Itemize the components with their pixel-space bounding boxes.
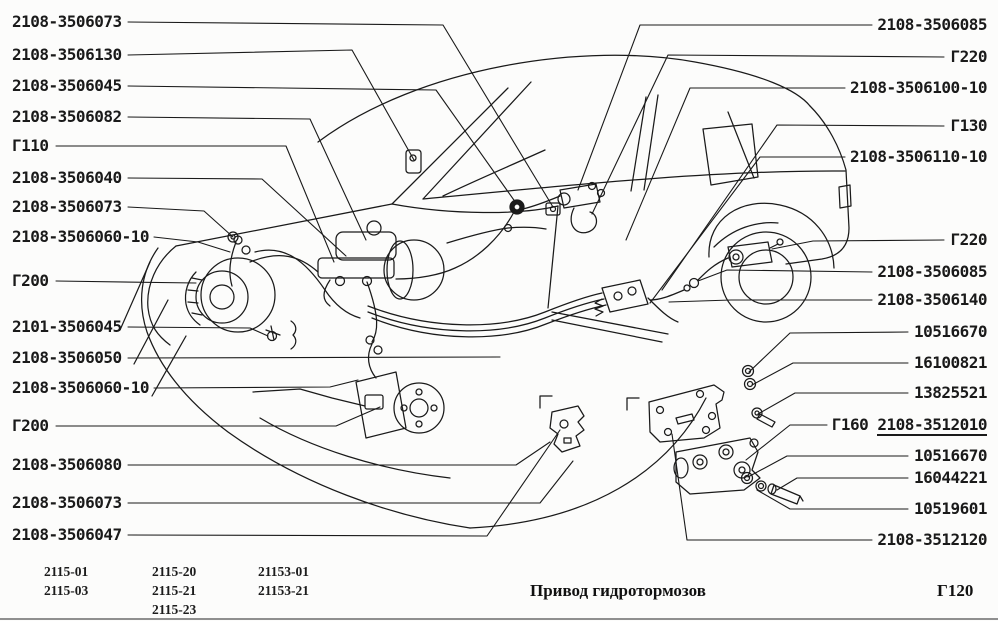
part-label-right-2: Г220: [950, 47, 987, 66]
part-label-right-14: 16044221: [913, 468, 988, 487]
rear-right-brake-assembly: [649, 238, 784, 301]
model-column-3: 21153-01 21153-21: [258, 562, 309, 600]
part-label-left-16: 2108-3506047: [12, 525, 122, 544]
fastener-parts: [740, 364, 804, 505]
mounting-plate-part: [648, 384, 725, 443]
part-label-right-7: 2108-3506085: [877, 262, 987, 281]
pressure-regulator-part: [673, 437, 761, 495]
model-number: 2115-23: [152, 602, 197, 617]
part-label-right-16: 2108-3512120: [877, 530, 987, 549]
part-label-left-3: 2108-3506045: [12, 76, 122, 95]
part-label-right-5: 2108-3506110-10: [850, 147, 988, 166]
part-label-left-13: Г200: [12, 416, 49, 435]
leader-lines: [55, 21, 945, 541]
part-label-left-11: 2108-3506050: [12, 348, 122, 367]
part-label-left-7: 2108-3506073: [12, 197, 122, 216]
master-cylinder-assembly: [317, 220, 445, 307]
model-number: 2115-20: [152, 564, 197, 579]
part-label-left-14: 2108-3506080: [12, 455, 122, 474]
page-code: Г120: [937, 581, 974, 600]
part-label-right-13: 10516670: [913, 446, 988, 465]
model-number: 2115-01: [44, 564, 89, 579]
part-label-right-6: Г220: [950, 230, 987, 249]
part-label-right-3: 2108-3506100-10: [850, 78, 988, 97]
part-label-left-12: 2108-3506060-10: [12, 378, 150, 397]
regulator-on-axle: [551, 279, 679, 343]
front-right-brake-assembly: [355, 281, 445, 439]
part-label-left-8: 2108-3506060-10: [12, 227, 150, 246]
part-label-right-1: 2108-3506085: [877, 15, 987, 34]
part-label-left-9: Г200: [12, 271, 49, 290]
part-label-left-1: 2108-3506073: [12, 12, 122, 31]
model-column-1: 2115-01 2115-03: [44, 562, 88, 600]
part-label-left-10: 2101-3506045: [12, 317, 122, 336]
page-bottom-rule: [0, 618, 998, 620]
car-body-outline: [119, 54, 852, 529]
regulator-page-ref: Г160: [831, 415, 869, 434]
figure-title: Привод гидротормозов: [530, 581, 706, 600]
part-label-left-6: 2108-3506040: [12, 168, 122, 187]
model-column-2: 2115-20 2115-21 2115-23: [152, 562, 196, 619]
brake-pipes: [254, 223, 607, 338]
part-label-left-2: 2108-3506130: [12, 45, 122, 64]
part-label-right-8: 2108-3506140: [877, 290, 987, 309]
model-number: 2115-21: [152, 583, 197, 598]
part-label-right-11: 13825521: [913, 383, 988, 402]
part-label-left-5: Г110: [12, 136, 49, 155]
callout-brackets: [539, 395, 640, 411]
part-label-left-15: 2108-3506073: [12, 493, 122, 512]
rear-left-brake-assembly: [395, 181, 606, 280]
model-number: 21153-21: [258, 583, 310, 598]
regulator-bracket-part: [549, 405, 585, 453]
regulator-part-number: 2108-3512010: [877, 415, 987, 436]
part-label-right-12: Г160 2108-3512010: [831, 415, 987, 436]
part-label-right-9: 10516670: [913, 322, 988, 341]
model-number: 2115-03: [44, 583, 89, 598]
model-number: 21153-01: [258, 564, 310, 579]
part-label-left-4: 2108-3506082: [12, 107, 122, 126]
front-left-brake-assembly: [184, 231, 319, 333]
part-label-right-10: 16100821: [913, 353, 988, 372]
part-label-right-15: 10519601: [913, 499, 988, 518]
part-label-right-4: Г130: [950, 116, 987, 135]
